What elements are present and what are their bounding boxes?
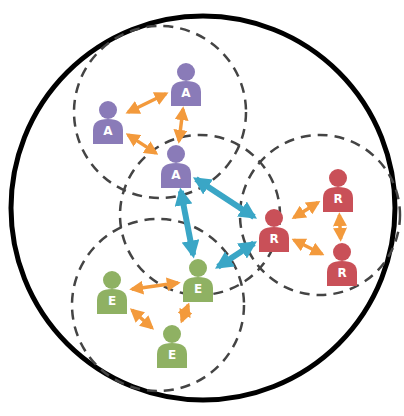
person-node: R (257, 208, 291, 252)
outer-circle (11, 16, 395, 400)
person-letter: A (171, 168, 180, 188)
peer-link-arrow (294, 240, 322, 254)
person-node: R (321, 168, 355, 212)
person-letter: A (103, 124, 112, 144)
peer-link-arrow (132, 310, 152, 328)
person-letter: E (194, 282, 202, 302)
group-circle (72, 219, 244, 391)
person-head (265, 209, 283, 227)
peer-link-arrow (132, 283, 178, 289)
person-head (177, 63, 195, 81)
person-body (259, 227, 289, 252)
person-body (93, 119, 123, 144)
person-node: A (159, 144, 193, 188)
group-circle (120, 135, 280, 295)
person-letter: E (168, 348, 176, 368)
person-head (189, 259, 207, 277)
person-letter: A (181, 86, 190, 106)
group-link-arrow (196, 179, 254, 217)
person-head (163, 325, 181, 343)
person-head (99, 101, 117, 119)
person-body (161, 163, 191, 188)
person-head (167, 145, 185, 163)
peer-link-arrow (128, 135, 156, 153)
peer-link-arrow (339, 215, 340, 239)
person-letter: R (269, 232, 278, 252)
person-letter: R (333, 192, 342, 212)
peer-link-arrow (179, 109, 183, 141)
person-head (333, 243, 351, 261)
person-node: E (95, 270, 129, 314)
peer-link-arrow (294, 203, 318, 218)
person-body (157, 343, 187, 368)
person-body (327, 261, 357, 286)
person-node: E (181, 258, 215, 302)
person-node: A (169, 62, 203, 106)
peer-link-arrow (182, 305, 188, 321)
person-body (323, 187, 353, 212)
group-circle (74, 26, 246, 198)
person-head (103, 271, 121, 289)
person-node: R (325, 242, 359, 286)
person-node: E (155, 324, 189, 368)
person-letter: E (108, 294, 116, 314)
person-body (183, 277, 213, 302)
peer-link-arrow (128, 94, 166, 113)
person-body (97, 289, 127, 314)
group-link-arrow (218, 243, 254, 267)
person-letter: R (337, 266, 346, 286)
group-link-arrow (181, 191, 193, 255)
group-circle (240, 135, 400, 295)
person-body (171, 81, 201, 106)
person-node: A (91, 100, 125, 144)
person-head (329, 169, 347, 187)
